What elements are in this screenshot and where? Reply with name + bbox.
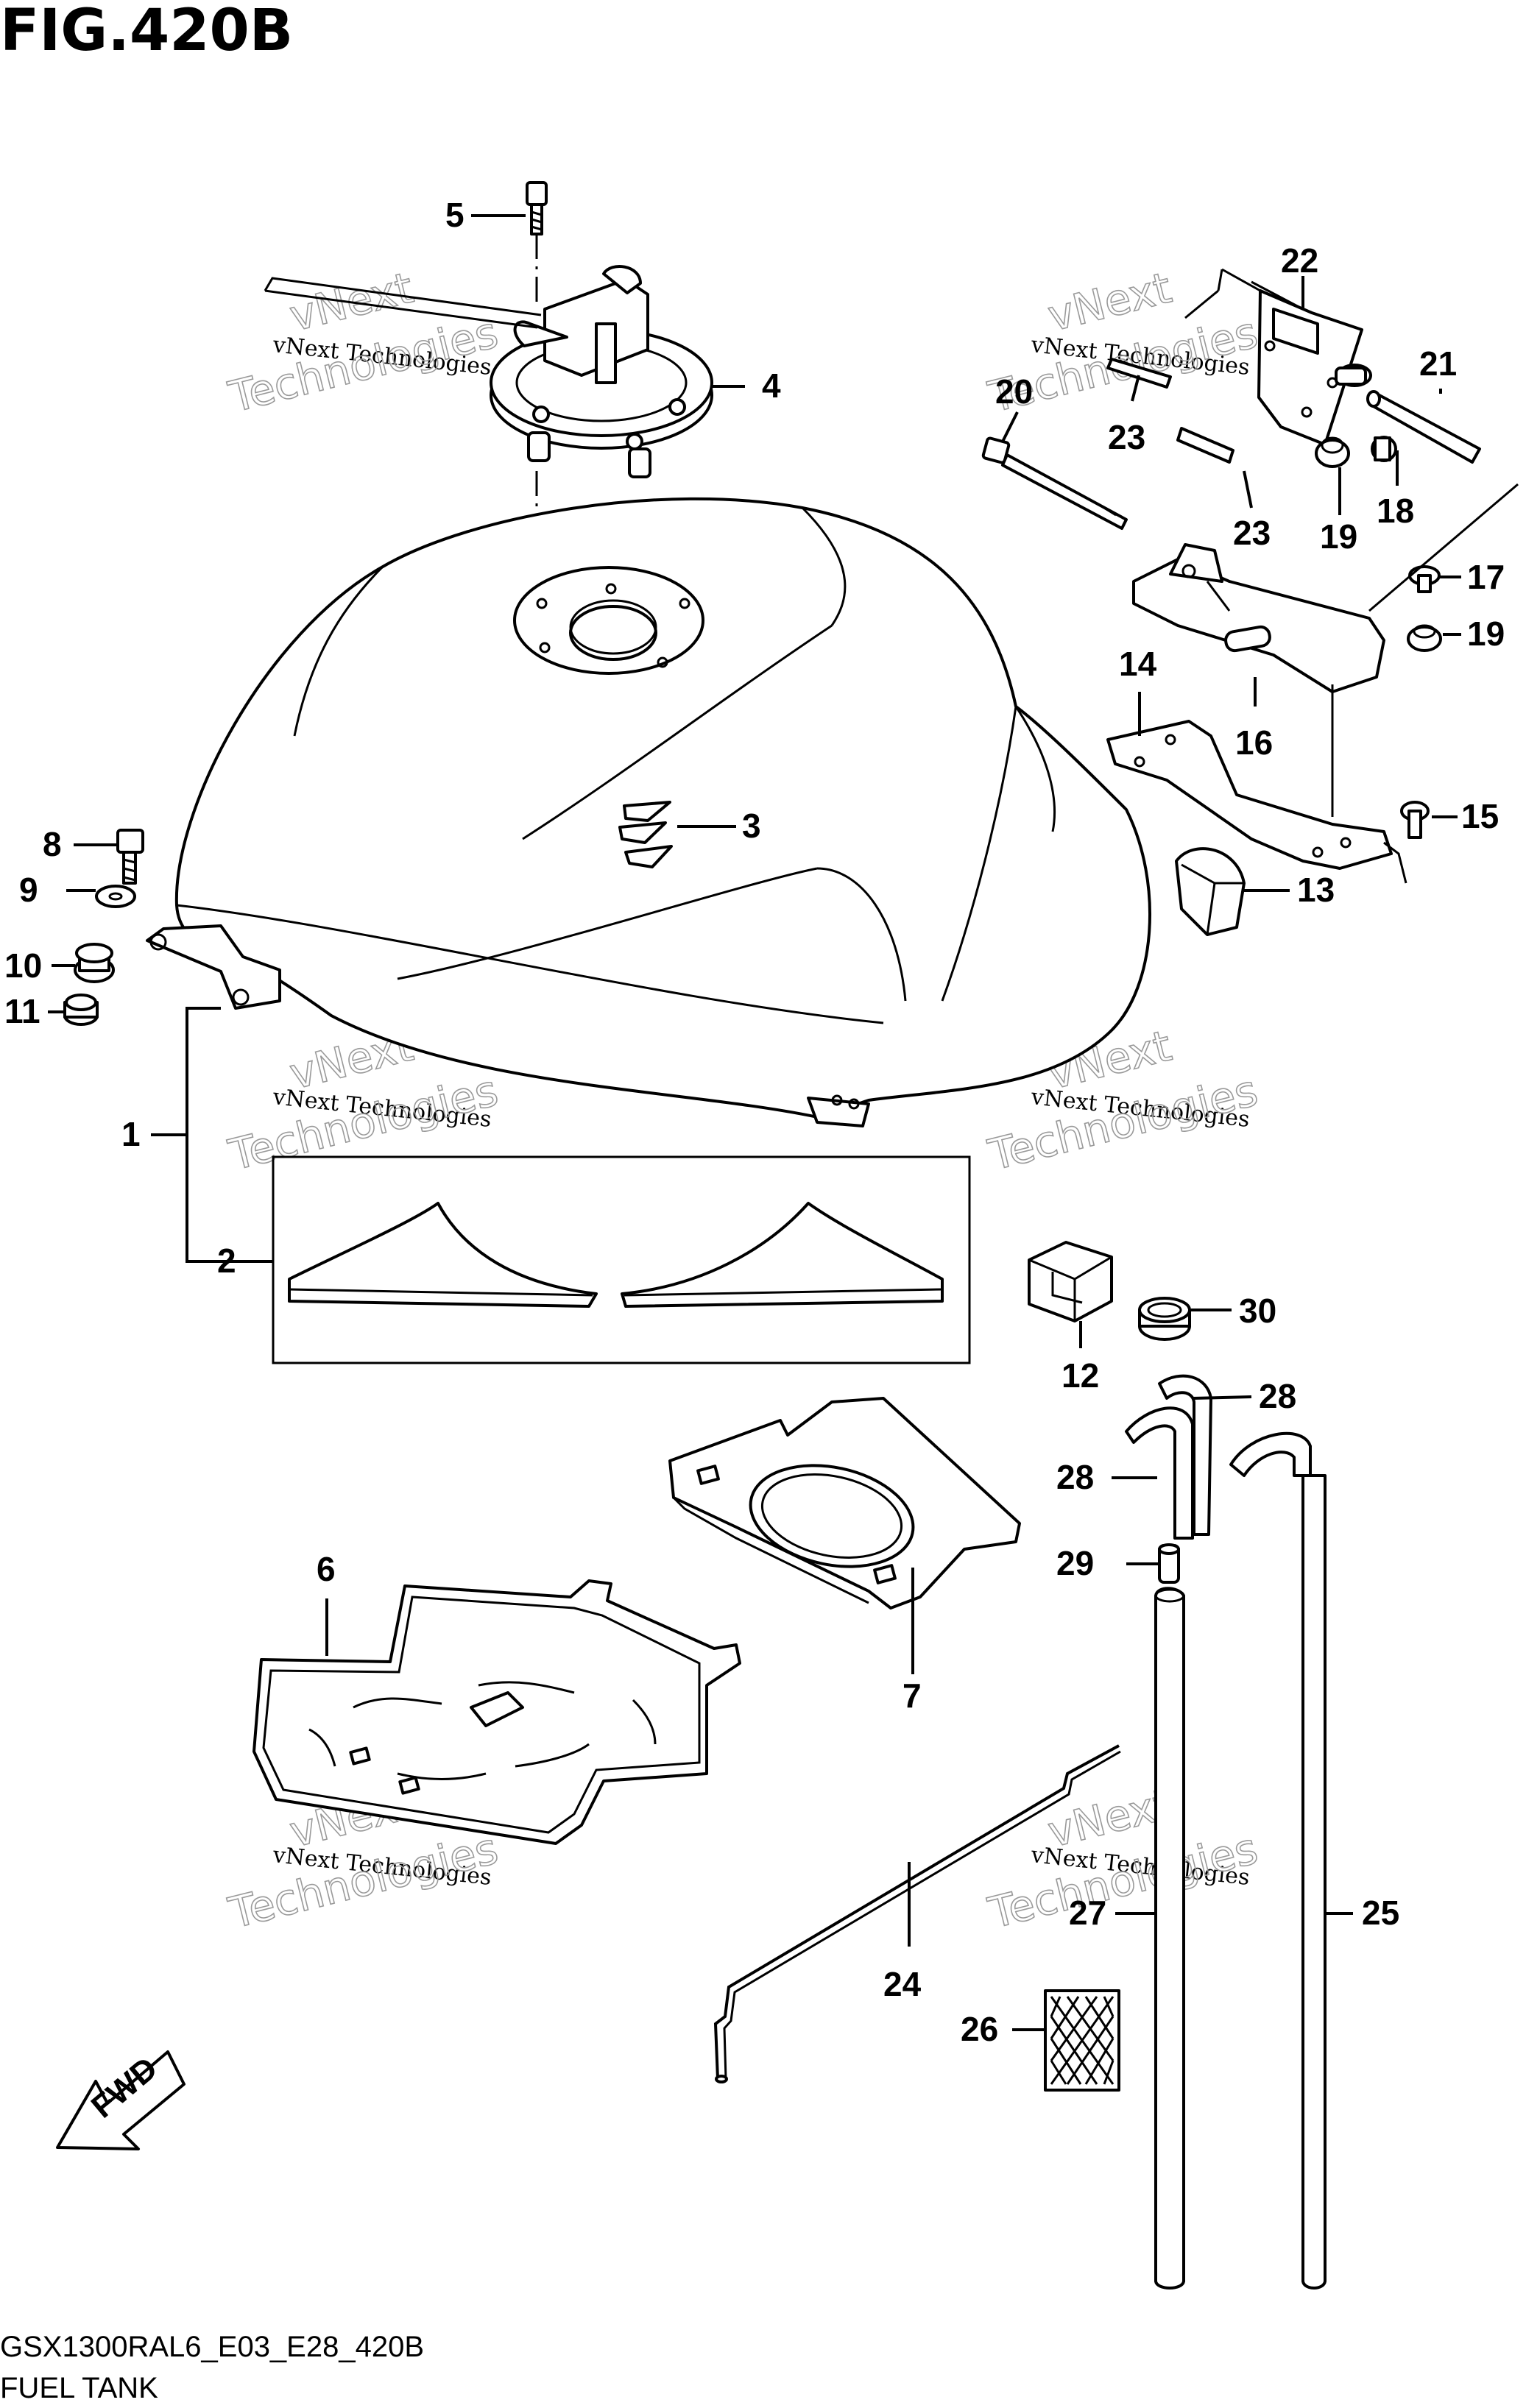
part-11-collar [63,994,99,1026]
callout-9: 9 [19,871,38,909]
part-16-bracket [1132,543,1385,693]
part-10-grommet [74,943,115,983]
part-19-nut-lower [1407,624,1442,652]
leader-lines [48,214,1519,2031]
part-28-hose-top [1229,1431,1312,1477]
part-25-hose [1301,1474,1327,2290]
part-13-damper [1175,847,1246,936]
part-8-bolt [116,829,144,885]
part-19-nut-upper [1315,436,1350,468]
callout-30: 30 [1239,1292,1276,1330]
callout-20: 20 [995,372,1033,411]
callout-2: 2 [217,1242,236,1280]
svg-text:Technologies: Technologies [983,1823,1262,1938]
callout-19-lower: 19 [1467,615,1505,653]
callout-8: 8 [43,825,62,863]
part-17-screw [1408,565,1441,593]
part-2-decal-set [272,1155,971,1364]
callout-25: 25 [1362,1894,1399,1932]
part-15-bolt [1400,801,1430,839]
part-23-pin-upper [1106,358,1172,389]
part-24-rod [713,1744,1121,2083]
svg-text:vNext: vNext [1043,263,1176,341]
callout-23-lower: 23 [1233,514,1271,552]
part-29-connector [1158,1543,1180,1584]
callout-27: 27 [1069,1894,1106,1932]
figure-name: FUEL TANK [0,2372,158,2404]
callout-28-left: 28 [1056,1458,1094,1496]
watermark-top-left: vNext Technologies vNext Technologies [223,262,504,423]
part-4-fuel-cap [264,265,713,478]
callout-23-upper: 23 [1108,418,1145,456]
callout-labels: 5 4 3 8 9 10 11 1 2 6 7 12 13 14 16 15 1… [4,196,1505,2048]
callout-19-upper: 19 [1320,517,1357,556]
callout-1: 1 [121,1115,141,1153]
figure-code: GSX1300RAL6_E03_E28_420B [0,2331,424,2363]
callout-21: 21 [1419,344,1457,383]
part-26-mesh [1044,1989,1120,2092]
part-18-bolt [1371,436,1397,462]
part-28-hose-left [1125,1406,1194,1540]
callout-22: 22 [1281,241,1318,280]
callout-17: 17 [1467,558,1505,596]
figure-title: FIG.420B [0,0,293,64]
part-23-pin-lower [1176,427,1234,464]
callout-24: 24 [883,1965,922,2003]
callout-26: 26 [961,2010,998,2048]
callout-13: 13 [1297,871,1335,909]
suzuki-emblem-icon [618,801,673,868]
callout-16: 16 [1235,723,1273,762]
callout-12: 12 [1062,1356,1099,1395]
part-20-long-bolt [981,436,1128,530]
part-9-washer [95,885,136,908]
part-1-fuel-tank [146,497,1151,1127]
part-30-ring [1138,1297,1191,1341]
part-27-hose [1154,1587,1185,2290]
part-28-hose-right [1158,1374,1212,1536]
callout-28-right: 28 [1259,1377,1296,1415]
callout-7: 7 [902,1676,922,1715]
part-22-hinge [1217,268,1372,446]
part-12-clip [1028,1241,1113,1322]
part-6-pad [252,1579,741,1845]
part-5-bolt [526,181,548,236]
part-14-plate [1106,720,1393,870]
callout-14: 14 [1119,645,1157,683]
callout-29: 29 [1056,1544,1094,1582]
callout-18: 18 [1377,492,1414,530]
svg-text:Technologies: Technologies [983,1065,1262,1180]
callout-6: 6 [317,1550,336,1588]
fwd-arrow-icon: FWD [56,2050,186,2150]
callout-5: 5 [445,196,464,234]
callout-3: 3 [742,807,761,845]
callout-10: 10 [4,946,42,985]
callout-15: 15 [1461,797,1499,835]
part-7-mounting-plate [668,1397,1021,1610]
callout-4: 4 [762,366,781,405]
callout-11: 11 [4,992,40,1030]
part-21-shaft [1366,390,1481,464]
